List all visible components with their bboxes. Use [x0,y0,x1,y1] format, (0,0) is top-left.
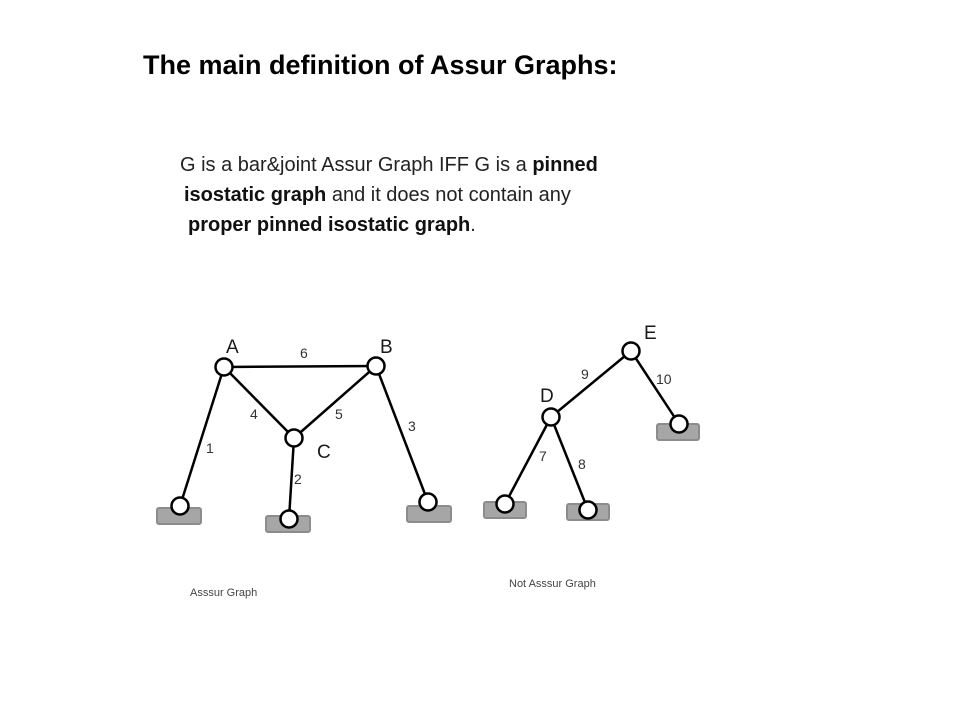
definition-line-2: isostatic graph and it does not contain … [184,180,598,210]
bar-2 [287,436,296,521]
bar-7 [503,415,553,506]
definition-text-plain: and it does not contain any [326,184,571,206]
definition-line-1: G is a bar&joint Assur Graph IFF G is a … [180,150,598,180]
definition-text-bold: pinned [532,154,598,176]
bar-4 [222,365,296,440]
caption-not-assur-graph: Not Asssur Graph [509,578,596,590]
bar-label-10: 10 [656,371,672,387]
pin-joint-7 [495,494,515,514]
joint-e [621,341,641,361]
bar-label-8: 8 [578,456,586,472]
bar-label-5: 5 [335,406,343,422]
node-label-d: D [540,386,554,407]
bar-5 [292,364,378,440]
definition-text-plain: . [470,214,476,236]
pin-joint-3 [418,492,438,512]
assur-graph: A B C 1 2 3 4 5 6 Asssur Graph [156,337,452,599]
bar-3 [374,364,430,504]
definition-line-3: proper pinned isostatic graph. [188,210,598,240]
node-label-b: B [380,337,393,358]
joint-a [214,357,234,377]
bar-8 [549,415,590,512]
definition-text-bold: isostatic graph [184,184,327,206]
node-label-a: A [226,337,239,358]
joint-c [284,428,304,448]
bar-label-1: 1 [206,440,214,456]
bar-label-3: 3 [408,418,416,434]
bar-10 [629,349,681,426]
definition-text: G is a bar&joint Assur Graph IFF G is a … [180,150,598,240]
bar-label-7: 7 [539,448,547,464]
joint-b [366,356,386,376]
joint-d [541,407,561,427]
pin-joint-8 [578,500,598,520]
pin-joint-1 [170,496,190,516]
bar-1 [178,365,226,508]
not-assur-graph: D E 7 8 9 10 Not Asssur Graph [483,323,700,590]
bar-label-6: 6 [300,345,308,361]
bar-label-9: 9 [581,366,589,382]
bar-label-2: 2 [294,471,302,487]
definition-text-plain: G is a bar&joint Assur Graph IFF G is a [180,154,533,176]
pin-joint-10 [669,414,689,434]
caption-assur-graph: Asssur Graph [190,587,257,599]
bar-9 [549,349,633,419]
node-label-c: C [317,442,331,463]
bar-6 [222,364,378,369]
bar-label-4: 4 [250,406,258,422]
node-label-e: E [644,323,657,344]
slide-title: The main definition of Assur Graphs: [143,50,618,80]
pin-joint-2 [279,509,299,529]
definition-text-bold: proper pinned isostatic graph [188,214,471,236]
